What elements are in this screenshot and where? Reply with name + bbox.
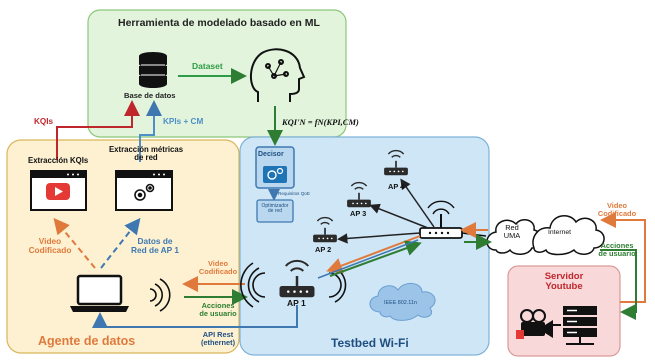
link-ap2: [337, 232, 421, 244]
video-camera-icon: [516, 309, 553, 339]
dataset-label: Dataset: [192, 61, 223, 71]
gears-icon: [134, 183, 155, 201]
internet-cloud-icon: [532, 215, 605, 256]
decisor-box: [255, 146, 295, 189]
qoe-requirements-label: Requisitos QoE: [278, 191, 310, 196]
kqis-arrow: [56, 100, 140, 160]
kqis-label: KQIs: [34, 117, 54, 126]
youtube-play-icon: [46, 183, 70, 200]
agent-title: Agente de datos: [38, 334, 136, 348]
laptop-wifi-icon: [149, 278, 171, 312]
ap1-to-router-actions: [329, 240, 422, 277]
kpis-cm-label: KPIs + CM: [163, 117, 204, 126]
link-ap4: [400, 178, 435, 228]
ml-tool-title: Herramienta de modelado basado en ML: [118, 17, 320, 29]
ap1-router-link: [317, 239, 419, 279]
testbed-title: Testbed Wi-Fi: [331, 336, 409, 350]
ap3-label: AP 3: [350, 209, 367, 218]
formula-label: KQI'N = fN(KPI,CM): [282, 117, 359, 127]
youtube-video-arrow: [600, 212, 646, 303]
kpis-cm-arrow: [139, 100, 162, 162]
internet-label: Internet: [548, 229, 572, 236]
ap1-label: AP 1: [287, 298, 306, 308]
api-rest-arrow: [92, 305, 298, 328]
link-ap3: [369, 203, 429, 229]
optimizer-box: [256, 199, 294, 223]
laptop-icon: [70, 274, 129, 312]
ap4-label: AP 4: [388, 182, 405, 191]
database-icon: [139, 52, 167, 88]
ap2-label: AP 2: [315, 245, 332, 254]
api-rest-label: API Rest(ethernet): [200, 330, 236, 347]
metrics-extraction-window: [115, 170, 173, 211]
database-label: Base de datos: [124, 91, 176, 100]
ieee-cloud-icon: [369, 283, 436, 321]
youtube-actions-arrow: [600, 249, 637, 320]
video-dashed-arrow: [53, 217, 96, 269]
decisor-label: Decisor: [258, 151, 284, 158]
ieee-label: IEEE 802.11n: [384, 300, 417, 306]
kqi-extraction-label: Extracción KQIs: [28, 156, 89, 165]
ai-brain-icon: [250, 48, 306, 102]
red-uma-cloud-icon: [486, 219, 542, 255]
server-icon: [553, 306, 597, 345]
